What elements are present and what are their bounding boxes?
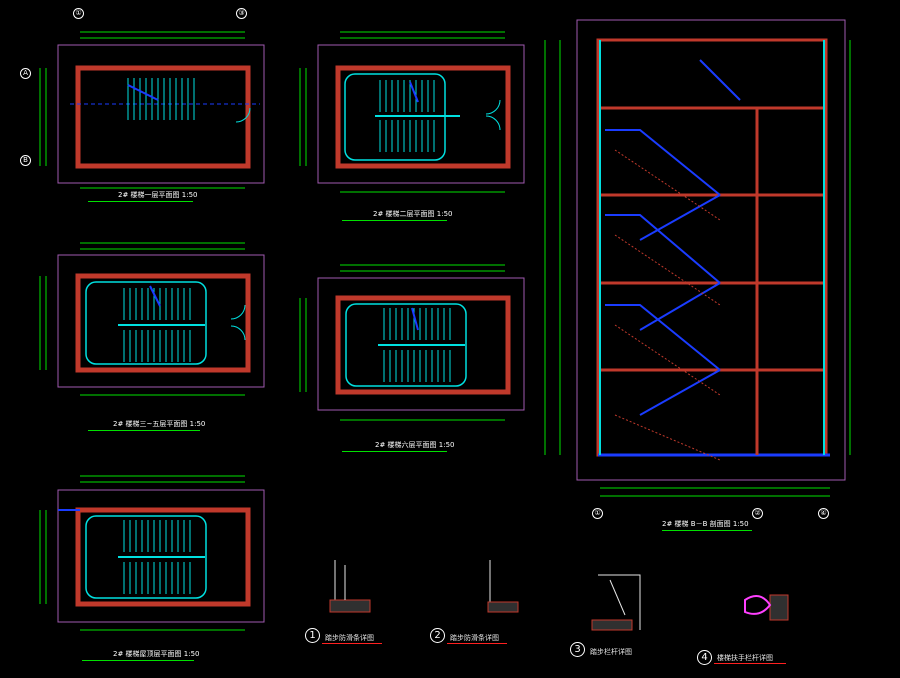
detail-1 bbox=[329, 560, 371, 613]
detail-3 bbox=[591, 574, 641, 631]
axis-bubble: ④ bbox=[818, 508, 829, 519]
plan-3-title: 2# 楼梯三~五层平面图 1:50 bbox=[113, 420, 206, 428]
axis-bubble: ② bbox=[752, 508, 763, 519]
plan-level-1 bbox=[39, 31, 265, 189]
plan-level-6 bbox=[299, 264, 525, 421]
detail-1-number: 1 bbox=[305, 628, 320, 643]
detail-1-title: 踏步防滑条详图 bbox=[325, 634, 374, 642]
detail-2-number: 2 bbox=[430, 628, 445, 643]
detail-4-title: 楼梯扶手栏杆详图 bbox=[717, 654, 773, 662]
plan-level-3-5 bbox=[39, 242, 265, 396]
plan-1-title: 2# 楼梯一层平面图 1:50 bbox=[118, 191, 198, 199]
detail-3-number: 3 bbox=[570, 642, 585, 657]
detail-4-number: 4 bbox=[697, 650, 712, 665]
detail-2 bbox=[487, 560, 519, 613]
section-title: 2# 楼梯 B－B 剖面图 1:50 bbox=[662, 520, 749, 528]
axis-bubble: B bbox=[20, 155, 31, 166]
axis-bubble: A bbox=[20, 68, 31, 79]
detail-3-title: 踏步栏杆详图 bbox=[590, 648, 632, 656]
section-b-b bbox=[544, 19, 851, 497]
axis-bubble: ① bbox=[592, 508, 603, 519]
plan-4-title: 2# 楼梯六层平面图 1:50 bbox=[375, 441, 455, 449]
axis-bubble: ① bbox=[73, 8, 84, 19]
detail-2-title: 踏步防滑条详图 bbox=[450, 634, 499, 642]
detail-4 bbox=[744, 594, 789, 621]
axis-bubble: ③ bbox=[236, 8, 247, 19]
plan-level-2 bbox=[299, 31, 525, 193]
plan-5-title: 2# 楼梯屋顶层平面图 1:50 bbox=[113, 650, 200, 658]
plan-2-title: 2# 楼梯二层平面图 1:50 bbox=[373, 210, 453, 218]
plan-roof bbox=[39, 475, 265, 631]
